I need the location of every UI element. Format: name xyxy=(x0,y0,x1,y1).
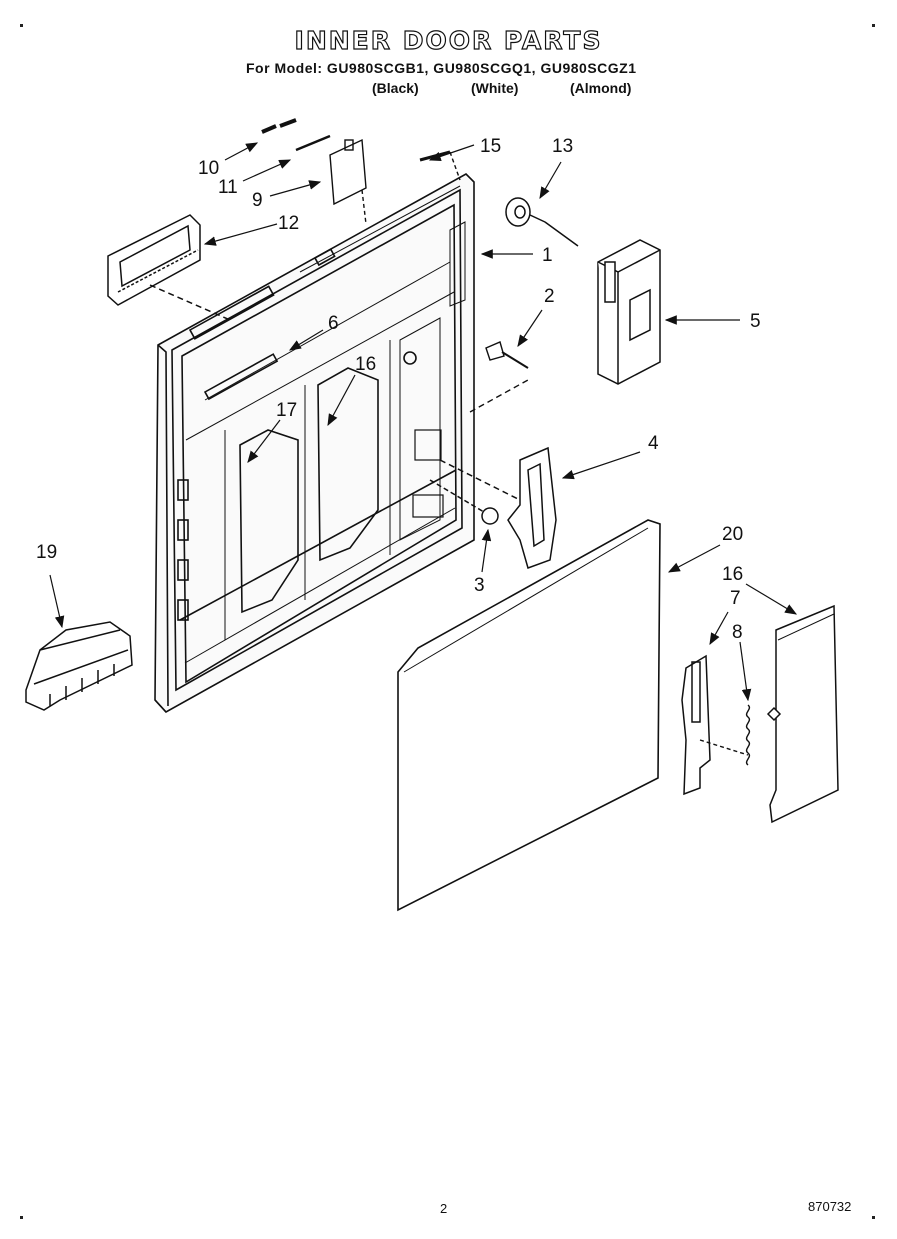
vent-cover-part-19 xyxy=(25,621,133,711)
page-title: INNER DOOR PARTS xyxy=(294,25,603,55)
model-list: For Model: GU980SCGB1, GU980SCGQ1, GU980… xyxy=(246,60,637,76)
leader-lines xyxy=(49,142,798,702)
color-black: (Black) xyxy=(372,80,419,96)
document-code: 870732 xyxy=(808,1199,852,1214)
callout-20: 20 xyxy=(722,524,743,545)
knob-part-13 xyxy=(505,197,579,247)
callout-7: 7 xyxy=(730,588,741,609)
callout-16: 16 xyxy=(722,564,743,585)
hinge-bracket-part-7 xyxy=(681,654,711,796)
color-white: (White) xyxy=(471,80,519,96)
callout-4: 4 xyxy=(648,433,659,454)
callout-8: 8 xyxy=(732,622,743,643)
side-panel-part-16 xyxy=(766,604,839,824)
inner-door-frame xyxy=(154,173,475,714)
callout-10: 10 xyxy=(198,158,219,179)
bumper-part-3 xyxy=(429,479,499,525)
insulation-pad-left xyxy=(239,429,299,614)
callout-5: 5 xyxy=(750,311,761,332)
callout-17a: 16 xyxy=(355,354,376,375)
insulation-pad-right xyxy=(317,367,379,562)
callout-6: 6 xyxy=(328,313,339,334)
corner-mark-tr xyxy=(872,24,875,27)
callout-1: 1 xyxy=(542,245,553,266)
callout-19: 19 xyxy=(36,542,57,563)
corner-mark-br xyxy=(872,1216,875,1219)
callout-13: 13 xyxy=(552,136,573,157)
spring-part-8 xyxy=(699,704,751,766)
door-handle-part-12 xyxy=(107,214,231,321)
callout-15: 15 xyxy=(480,136,501,157)
callout-11: 11 xyxy=(218,177,238,198)
callout-2: 2 xyxy=(544,286,555,307)
clip-part-9 xyxy=(329,138,367,206)
vent-tube xyxy=(188,285,275,340)
callout-3: 3 xyxy=(474,575,485,596)
screw-part-10 xyxy=(261,118,297,134)
callout-numbers: 10 11 9 12 15 13 1 2 5 6 16 17 4 3 20 16… xyxy=(36,136,761,643)
outer-door-panel-part-20 xyxy=(397,519,661,912)
callout-9: 9 xyxy=(252,190,263,211)
pin-part-11 xyxy=(295,134,331,152)
page-number: 2 xyxy=(440,1201,448,1216)
corner-mark-bl xyxy=(20,1216,23,1219)
callout-12: 12 xyxy=(278,213,299,234)
callout-17b: 17 xyxy=(276,400,297,421)
dispenser-housing-part-5 xyxy=(597,239,661,385)
corner-mark-tl xyxy=(20,24,23,27)
color-almond: (Almond) xyxy=(570,80,632,96)
door-latch-part-4 xyxy=(439,446,557,569)
latch-pin-part-2 xyxy=(469,341,529,413)
